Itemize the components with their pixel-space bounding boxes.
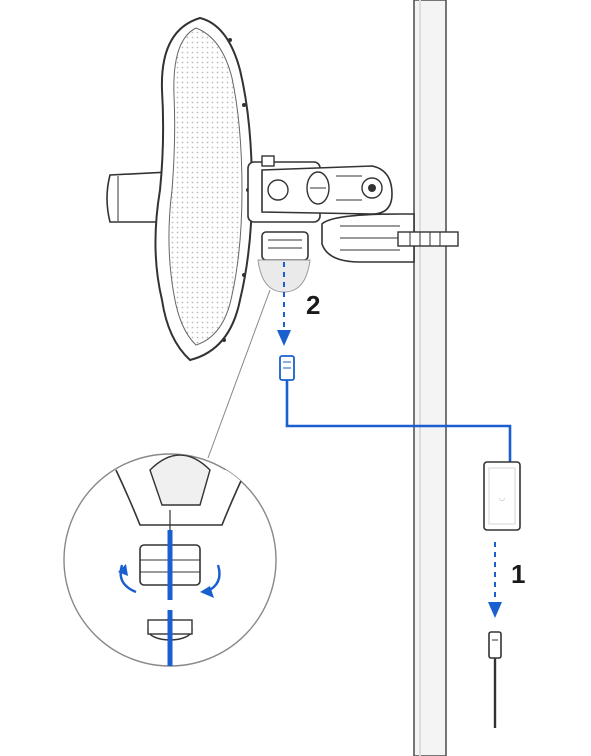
step-1-arrow [488, 542, 502, 618]
mounting-pole [413, 0, 447, 756]
antenna-dish [154, 16, 254, 362]
step-2-arrow [277, 262, 291, 346]
svg-text:◡: ◡ [499, 494, 505, 502]
zoom-callout [63, 453, 277, 667]
ethernet-plug [279, 355, 295, 381]
ethernet-cable [285, 380, 512, 462]
poe-adapter: ◡ [483, 461, 521, 531]
power-cord [488, 631, 502, 728]
step-1-label: 1 [511, 559, 526, 589]
mounting-bracket [247, 155, 459, 293]
feed-handle [106, 171, 173, 223]
step-2-label: 2 [306, 290, 321, 320]
zoom-connector [207, 289, 271, 459]
